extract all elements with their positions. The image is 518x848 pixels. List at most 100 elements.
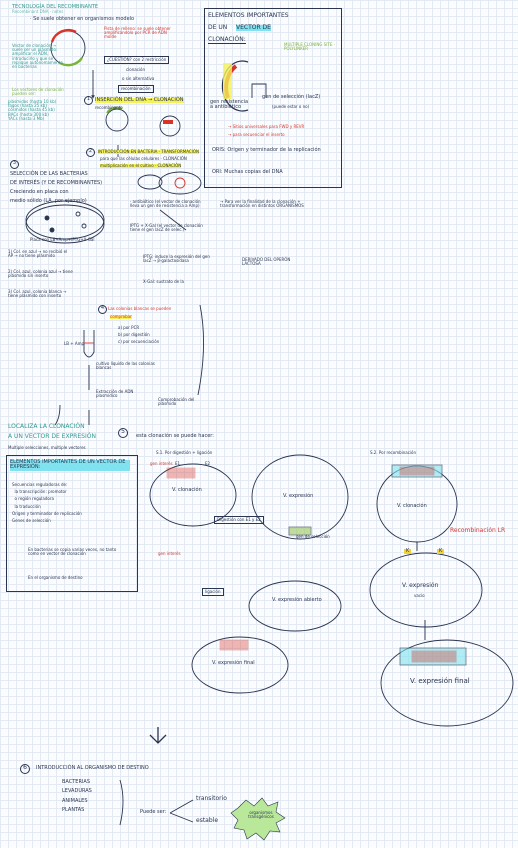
petri-dish — [25, 200, 105, 240]
placa-label: Placa con LB+Amp+IPTG+X-Gal — [30, 237, 95, 242]
step-2-text: INTRODUCCIÓN EN BACTERIA · TRANSFORMACIÓ… — [98, 149, 199, 155]
vector-box-copies: ORI: Muchas copias del DNA — [212, 169, 283, 175]
vector-box-plasmid — [221, 60, 249, 112]
step-4-hl: comprobar — [110, 314, 132, 320]
list-item: la traducción — [12, 503, 41, 509]
vector-box-title2-hl: VECTOR DE — [236, 24, 271, 32]
final-text: → Para ver la finalidad de la clonación … — [220, 199, 304, 209]
list-item: b) por digestión — [118, 332, 150, 338]
intro-side-teal: Vector de clonación → suele ser un plásm… — [12, 43, 63, 69]
iptg-text: IPTG + X-Gal (el vector de clonación tie… — [130, 223, 203, 233]
step-5-text: LOCALIZA LA CLONACIÓN — [8, 423, 85, 430]
bact-text: En bacterias se copia varias veces, no t… — [28, 547, 117, 557]
k-badge-left: K — [404, 548, 412, 555]
list-item: a) por PCR — [118, 325, 140, 330]
list-item: plásmidos (hasta 10 kb) — [8, 99, 57, 104]
list-item: BACTERIAS — [62, 779, 91, 785]
expr-arrow-text: esta clonación se puede hacer: — [136, 433, 214, 439]
gen-interes-label: gen interés — [150, 461, 173, 466]
obs1-text: 1) Col. en azul → no recibió el AP → no … — [8, 249, 68, 259]
v-expresion-final-recomb — [380, 639, 514, 727]
vector-box-origin: gen resistencia a antibiótico — [210, 99, 249, 111]
k-badge-right: K — [437, 548, 445, 555]
bacterium — [158, 171, 202, 195]
ligacion-box: ligación — [202, 588, 224, 597]
lb-label: LB + Amp — [64, 341, 85, 346]
list-item: c) por secuenciación — [118, 339, 160, 345]
test-tube — [83, 330, 95, 358]
iptg2-text: IPTG: induce la expresión del gen lacZ →… — [143, 254, 210, 264]
vector-box-mcs: gen de selección (lacZ) — [262, 94, 321, 100]
list-item: o región reguladora — [12, 496, 54, 502]
estable-label: estable — [196, 817, 219, 824]
v-expresion-circle — [251, 454, 349, 540]
obs3-text: 3) Col. azul, colonia blanca → tiene plá… — [8, 289, 67, 299]
derivado-text: DERIVADO DEL OPERÓN LACTOSA — [242, 257, 291, 267]
s1-label: S.1. Por digestión + ligación — [156, 450, 213, 455]
red-note: Pista de relleno: se suele obtener ampli… — [104, 26, 171, 40]
list-item: YACs (hasta 3 Mb) — [8, 115, 45, 121]
v-expresion-recomb — [369, 552, 483, 628]
header-subtitle: Recombinant DNA · notes — [12, 9, 64, 14]
step-5-sub: A UN VECTOR DE EXPRESIÓN — [8, 433, 96, 440]
step-2-sub2: multiplicación en el cultivo · CLONACIÓN — [100, 163, 182, 169]
v-expresion-final-circle — [191, 636, 289, 694]
intro-side-green: Los vectores de clonación pueden ser: — [12, 87, 64, 97]
puede-ser-label: Puede ser: — [140, 809, 167, 815]
expression-box — [6, 455, 138, 592]
alternativa-label: o sin alternativa — [122, 76, 155, 81]
v-final2-label: V. expresión final — [410, 677, 470, 685]
step-2-sub1: para que las células celulares · CLONACI… — [100, 156, 187, 161]
list-item: Secuencias reguladoras de: — [12, 482, 68, 487]
list-item: Genes de selección — [12, 517, 51, 523]
vector-box-ori: ORIS: Origen y terminador de la replicac… — [212, 147, 321, 153]
step-1-text: INSERCIÓN DEL DNA → CLONACIÓN — [95, 97, 184, 104]
vacio-label: vacío — [414, 593, 425, 598]
step-6-number: 6 — [20, 764, 30, 774]
question-box: ¿CUESTIÓN? con 2 restricción — [104, 56, 170, 65]
extraccion-text: Extracción de ADN plasmídico — [96, 389, 134, 399]
comprobacion-text: Comprobación del plásmido — [158, 397, 195, 407]
s2-label: S.2. Por recombinación — [370, 450, 417, 455]
vector-types-list: plásmidos (hasta 10 kb) fagos (hasta 25 … — [8, 99, 57, 121]
vector-box-red2: → para secuenciar el inserto — [228, 132, 285, 137]
v-final-label: V. expresión final — [212, 660, 255, 666]
step-4-text: Las colonias blancas se pueden — [108, 306, 172, 311]
step-3-text: SELECCIÓN DE LAS BACTERIAS DE INTERÉS (Y… — [10, 171, 103, 204]
list-item: fagos (hasta 25 kb) — [8, 103, 47, 109]
cultivo-text: cultivo líquido de las colonias blancas — [96, 361, 155, 371]
step-6-text: INTRODUCCIÓN AL ORGANISMO DE DESTINO — [36, 765, 149, 771]
e2-label: E2 — [205, 461, 211, 466]
list-item: Origen y terminador de replicación — [12, 510, 82, 516]
obs2-text: 2) Col. azul, colonia azul → tiene plásm… — [8, 269, 73, 279]
step-2-number: 2 — [86, 148, 95, 157]
burst-shape — [230, 797, 286, 841]
recomb-lr-label: Recombinación LR — [450, 527, 506, 534]
digest-box: Digestión con E1 y E2 — [214, 516, 264, 525]
clonacion-label: clonación — [126, 67, 146, 72]
gen-interes2-label: gen interés — [158, 551, 181, 556]
plasmid-mid — [105, 108, 129, 132]
v-exp2-label: V. expresión abierto — [272, 597, 322, 603]
step-1-sub: recombinante — [95, 105, 123, 110]
list-item: la transcripción: promotor — [12, 489, 67, 495]
v-clon2-label: V. clonación — [397, 503, 427, 509]
expression-box-title: ELEMENTOS IMPORTANTES DE UN VECTOR DE EX… — [10, 459, 130, 471]
vector-box — [204, 8, 342, 188]
recomb-box: recombinación — [118, 85, 154, 94]
v-clonacion-circle — [149, 463, 237, 527]
header-title: TECNOLOGÍA DEL RECOMBINANTE — [12, 4, 99, 10]
list-item: BACs (hasta 300 kb) — [8, 111, 49, 117]
list-item: LEVADURAS — [62, 788, 92, 795]
burst-label: organismos transgénicos — [248, 810, 274, 820]
step-5-sub2: Multiple selecciones, multiple vectores — [8, 445, 86, 450]
v-exp-label: V. expresión — [283, 493, 314, 499]
e1-label: E1 — [175, 461, 181, 466]
v-exp3-label: V. expresión — [402, 582, 439, 589]
step-4-number: 4 — [98, 305, 107, 314]
intro-line1: · Se suele obtener en organismos modelo — [30, 16, 135, 22]
vector-box-title2: DE UN — [208, 24, 228, 31]
list-item: PLANTAS — [62, 806, 85, 813]
